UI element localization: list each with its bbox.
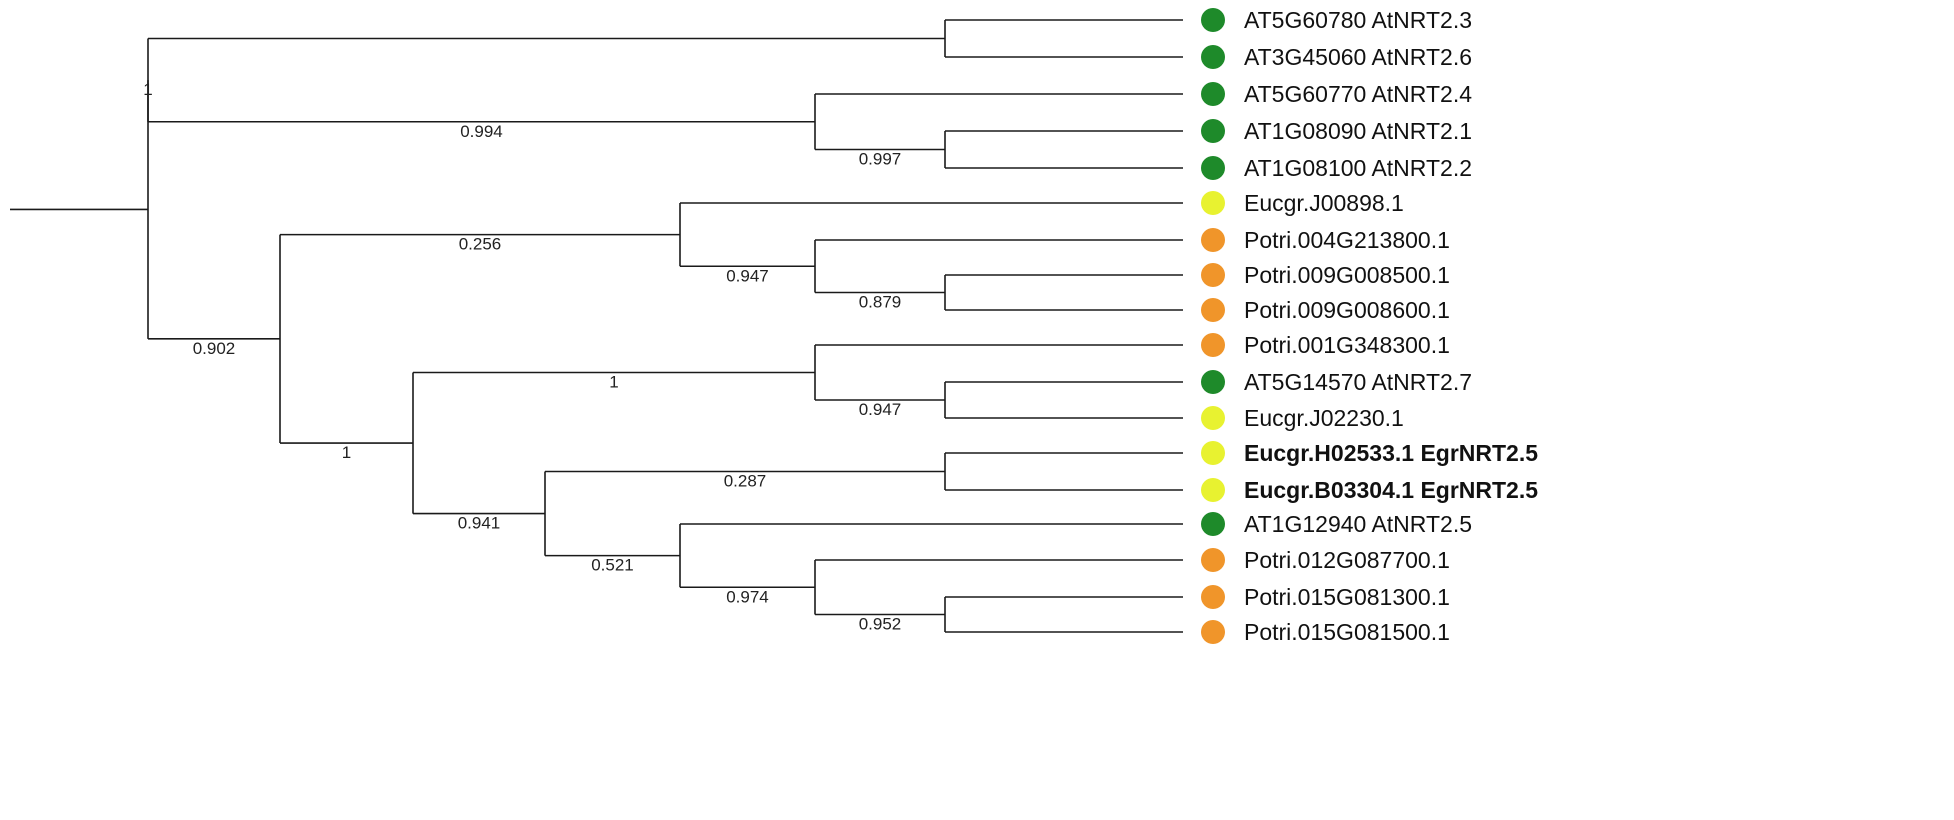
- arabidopsis-leaf-marker: [1201, 45, 1225, 69]
- support-value: 0.947: [726, 266, 769, 285]
- arabidopsis-leaf-marker: [1201, 156, 1225, 180]
- arabidopsis-leaf-marker: [1201, 512, 1225, 536]
- leaf-label: Eucgr.J02230.1: [1244, 405, 1404, 431]
- leaf-label: AT3G45060 AtNRT2.6: [1244, 44, 1472, 70]
- support-value: 0.902: [193, 339, 236, 358]
- support-value: 0.994: [460, 122, 503, 141]
- eucalyptus-leaf-marker: [1201, 478, 1225, 502]
- leaf-label: AT5G14570 AtNRT2.7: [1244, 369, 1472, 395]
- support-value: 0.287: [724, 472, 767, 491]
- leaf-label: Potri.001G348300.1: [1244, 332, 1450, 358]
- leaf-label: Eucgr.H02533.1 EgrNRT2.5: [1244, 440, 1538, 466]
- eucalyptus-leaf-marker: [1201, 191, 1225, 215]
- populus-leaf-marker: [1201, 548, 1225, 572]
- support-value: 0.974: [726, 587, 769, 606]
- leaf-label: AT1G12940 AtNRT2.5: [1244, 511, 1472, 537]
- support-value: 1: [609, 373, 618, 392]
- support-value: 1: [143, 80, 152, 99]
- leaf-label: Potri.004G213800.1: [1244, 227, 1450, 253]
- eucalyptus-leaf-marker: [1201, 406, 1225, 430]
- support-value: 0.879: [859, 293, 902, 312]
- arabidopsis-leaf-marker: [1201, 8, 1225, 32]
- arabidopsis-leaf-marker: [1201, 119, 1225, 143]
- eucalyptus-leaf-marker: [1201, 441, 1225, 465]
- leaf-label: Potri.009G008600.1: [1244, 297, 1450, 323]
- populus-leaf-marker: [1201, 228, 1225, 252]
- support-value: 1: [342, 443, 351, 462]
- support-value: 0.941: [458, 514, 501, 533]
- leaf-markers: [1201, 8, 1225, 644]
- leaf-label: AT1G08100 AtNRT2.2: [1244, 155, 1472, 181]
- support-values: 0.997 0.994 1 0.879 0.947 0.256 0.947 1 0.287 0.9…: [143, 80, 901, 633]
- leaf-label: Potri.015G081500.1: [1244, 619, 1450, 645]
- support-value: 0.947: [859, 400, 902, 419]
- leaf-label: Potri.015G081300.1: [1244, 584, 1450, 610]
- arabidopsis-leaf-marker: [1201, 370, 1225, 394]
- leaf-label: AT5G60780 AtNRT2.3: [1244, 7, 1472, 33]
- support-value: 0.256: [459, 235, 502, 254]
- arabidopsis-leaf-marker: [1201, 82, 1225, 106]
- leaf-label: Potri.012G087700.1: [1244, 547, 1450, 573]
- tree-branches: [10, 19, 1183, 633]
- leaf-label: Eucgr.J00898.1: [1244, 190, 1404, 216]
- leaf-label: AT1G08090 AtNRT2.1: [1244, 118, 1472, 144]
- populus-leaf-marker: [1201, 298, 1225, 322]
- leaf-label: Potri.009G008500.1: [1244, 262, 1450, 288]
- support-value: 0.521: [591, 556, 634, 575]
- populus-leaf-marker: [1201, 620, 1225, 644]
- leaf-label: AT5G60770 AtNRT2.4: [1244, 81, 1472, 107]
- support-value: 0.952: [859, 615, 902, 634]
- support-value: 0.997: [859, 150, 902, 169]
- populus-leaf-marker: [1201, 263, 1225, 287]
- leaf-label: Eucgr.B03304.1 EgrNRT2.5: [1244, 477, 1538, 503]
- populus-leaf-marker: [1201, 585, 1225, 609]
- populus-leaf-marker: [1201, 333, 1225, 357]
